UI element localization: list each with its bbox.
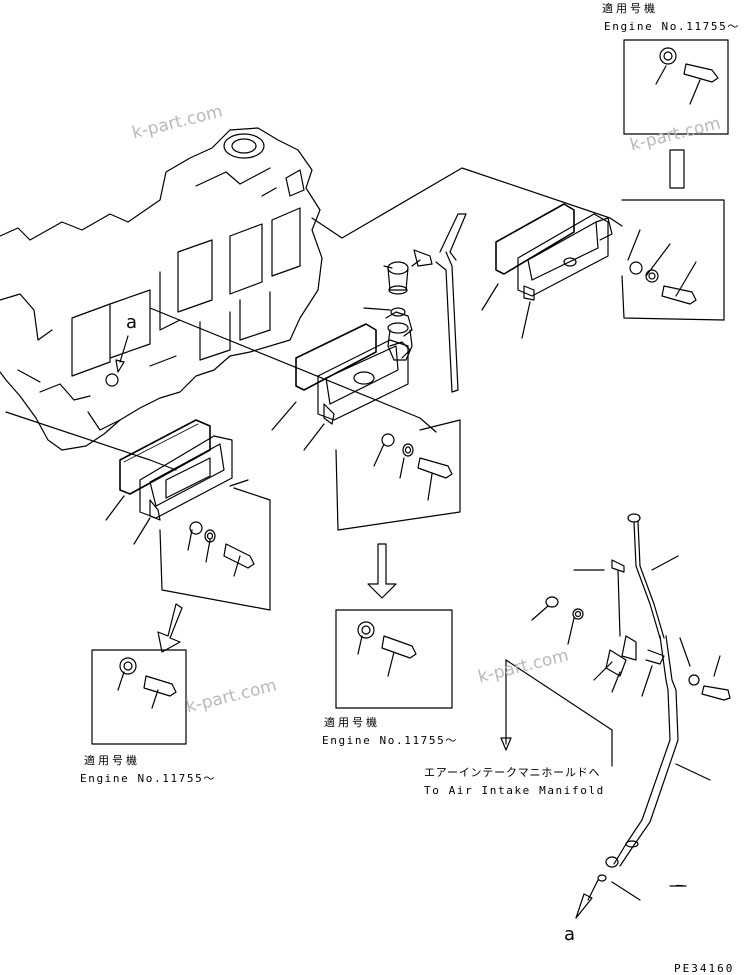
engine-block — [0, 128, 322, 450]
air-intake-label-en: To Air Intake Manifold — [424, 784, 605, 797]
center-cover-assembly — [272, 312, 460, 530]
callout-dash: – — [676, 878, 685, 891]
callout-a-top: a — [126, 312, 138, 333]
left-cover-assembly — [106, 420, 270, 610]
right-cover-assembly — [482, 150, 724, 338]
center-note-en: Engine No.11755～ — [322, 734, 458, 747]
bottom-left-note-jp: 適用号機 — [84, 754, 140, 767]
bottom-left-alt-box — [92, 604, 186, 744]
drawing-number: PE34160 — [674, 962, 735, 975]
dipstick-assembly — [501, 514, 730, 918]
top-right-note-jp: 適用号機 — [602, 2, 658, 15]
callout-a-bottom: a — [564, 924, 576, 945]
breather-assembly — [364, 214, 466, 392]
center-alt-box — [336, 544, 452, 708]
block-leader-lines — [6, 168, 622, 470]
top-right-alt-box — [624, 40, 728, 134]
callout-a-leader — [116, 336, 128, 372]
air-intake-label-jp: エアーインテークマニホールドへ — [424, 766, 601, 779]
top-right-note-en: Engine No.11755～ — [604, 20, 740, 33]
center-note-jp: 適用号機 — [324, 716, 380, 729]
bottom-left-note-en: Engine No.11755～ — [80, 772, 216, 785]
